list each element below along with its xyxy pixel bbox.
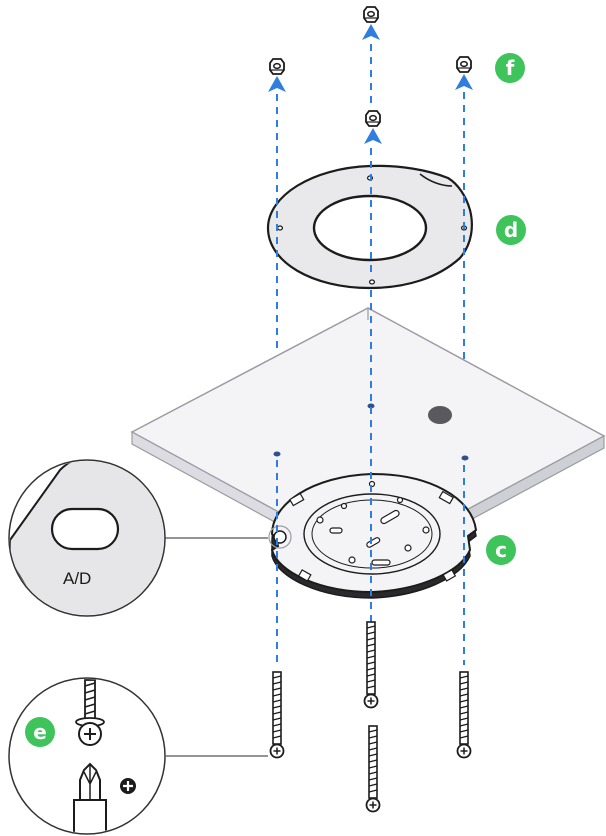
step-badge-c: c: [486, 535, 516, 565]
detail-callout-screwdriver: [8, 677, 268, 835]
callout-ad-label: A/D: [63, 569, 91, 588]
step-label-d: d: [504, 218, 518, 242]
screw-icon: [456, 671, 472, 759]
nut-icon: [269, 58, 285, 75]
screw-icon: [269, 671, 285, 759]
step-badge-f: f: [495, 53, 525, 83]
direction-arrows: [268, 24, 473, 144]
tile-hole: [367, 403, 375, 409]
tile-hole: [273, 451, 281, 457]
step-label-f: f: [506, 56, 515, 80]
cable-hole: [428, 406, 452, 424]
alignment-guides: [276, 44, 465, 665]
screw-icon: [365, 725, 381, 813]
nut-icon: [363, 6, 379, 23]
step-badge-d: d: [496, 215, 526, 245]
screw-icon: [363, 621, 379, 709]
nut-icon: [365, 110, 381, 127]
screw-icon: [75, 679, 105, 746]
phillips-head-icon: [84, 728, 96, 740]
nut-icon: [456, 56, 472, 73]
up-arrow-icon: [362, 24, 380, 40]
up-arrow-icon: [455, 74, 473, 90]
mounting-bracket: [268, 472, 478, 599]
phillips-head-icon: [120, 778, 136, 794]
detail-callout-ad: A/D: [8, 459, 268, 617]
up-arrow-icon: [364, 128, 382, 144]
step-label-e: e: [33, 720, 47, 744]
step-badge-e: e: [25, 717, 55, 747]
tile-hole: [461, 455, 469, 461]
ceiling-ring: [266, 164, 473, 290]
up-arrow-icon: [268, 76, 286, 92]
step-label-c: c: [495, 538, 507, 562]
phillips-screwdriver-icon: [73, 762, 107, 833]
